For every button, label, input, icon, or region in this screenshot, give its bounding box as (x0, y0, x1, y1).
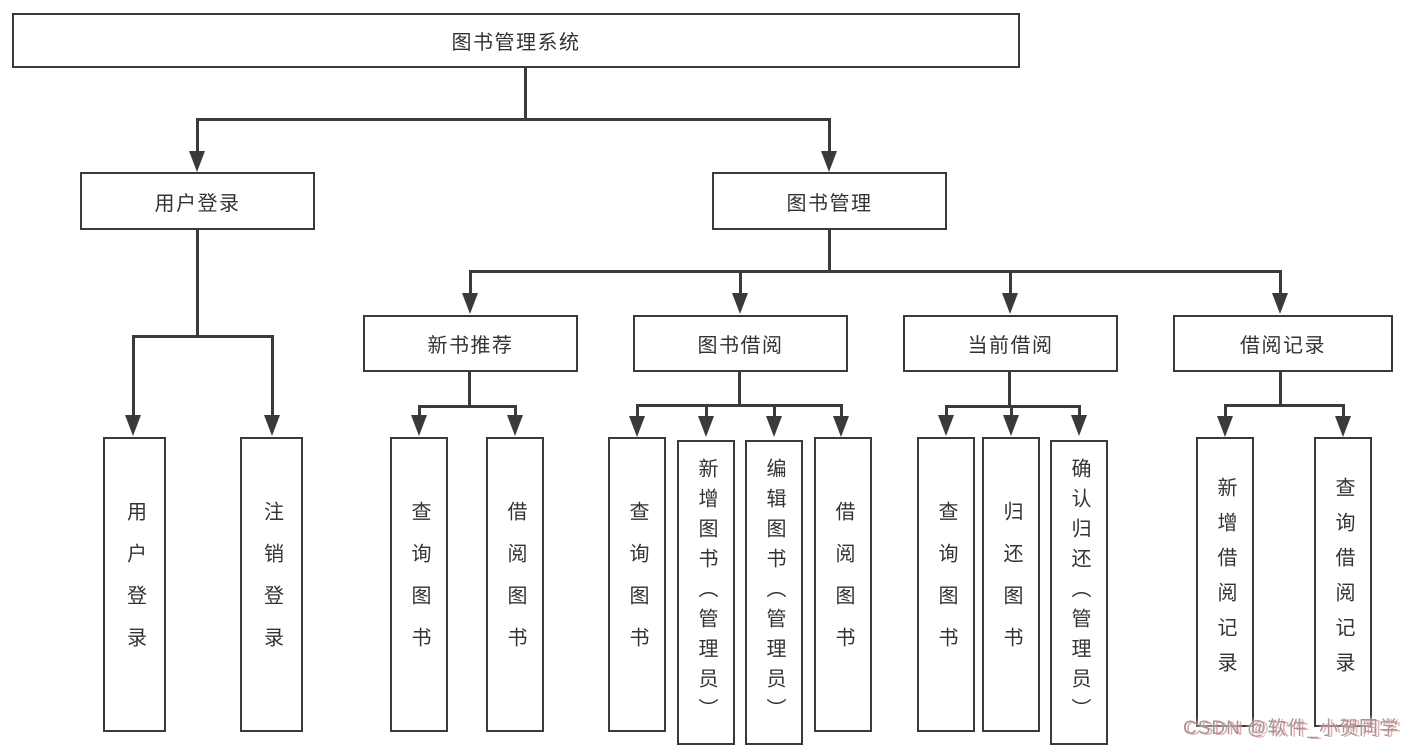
connector-line (418, 405, 421, 417)
leaf-label: 查询图书 (626, 500, 648, 669)
leaf-add-books-admin: 新增图书（管理员） (677, 440, 735, 745)
node-label: 图书管理 (786, 192, 873, 215)
connector-line (945, 405, 1081, 408)
connector-line (514, 405, 517, 417)
connector-line (1009, 270, 1012, 295)
csdn-watermark: CSDN @软件_小贺同学 (1183, 718, 1399, 739)
connector-line (828, 230, 831, 272)
connector-line (773, 404, 776, 417)
leaf-label: 查询图书 (408, 500, 430, 669)
connector-line (705, 404, 708, 417)
node-borrowing-records: 借阅记录 (1173, 315, 1393, 372)
node-label: 用户登录 (154, 192, 241, 215)
leaf-label: 新增借阅记录 (1214, 477, 1236, 687)
arrow-down-icon (1335, 416, 1351, 437)
leaf-query-books-2: 查询图书 (608, 437, 666, 732)
node-label: 图书管理系统 (451, 32, 581, 54)
connector-line (469, 270, 1282, 273)
connector-line (132, 335, 135, 417)
leaf-label: 借阅图书 (832, 500, 854, 669)
leaf-confirm-return-admin: 确认归还（管理员） (1050, 440, 1108, 745)
node-library-system: 图书管理系统 (12, 13, 1020, 68)
connector-line (468, 372, 471, 408)
arrow-down-icon (1003, 415, 1019, 436)
connector-line (1279, 270, 1282, 295)
leaf-logout: 注销登录 (240, 437, 303, 732)
connector-line (828, 118, 831, 153)
arrow-down-icon (411, 415, 427, 436)
connector-line (1078, 405, 1081, 417)
connector-line (418, 405, 516, 408)
connector-line (1010, 405, 1013, 417)
arrow-down-icon (732, 293, 748, 314)
leaf-query-books-3: 查询图书 (917, 437, 975, 732)
node-current-borrowing: 当前借阅 (903, 315, 1118, 372)
connector-line (469, 270, 472, 295)
arrow-down-icon (264, 415, 280, 436)
leaf-label: 新增图书（管理员） (695, 457, 717, 728)
connector-line (1224, 404, 1227, 417)
leaf-return-books: 归还图书 (982, 437, 1040, 732)
node-label: 当前借阅 (967, 335, 1054, 357)
arrow-down-icon (821, 151, 837, 172)
connector-line (840, 404, 843, 417)
connector-line (739, 270, 742, 295)
leaf-query-books-1: 查询图书 (390, 437, 448, 732)
arrow-down-icon (462, 293, 478, 314)
arrow-down-icon (833, 416, 849, 437)
connector-line (738, 372, 741, 407)
arrow-down-icon (507, 415, 523, 436)
connector-line (196, 230, 199, 337)
node-label: 新书推荐 (427, 335, 514, 357)
leaf-add-borrow-record: 新增借阅记录 (1196, 437, 1254, 727)
connector-line (1008, 372, 1011, 408)
connector-line (636, 404, 842, 407)
leaf-label: 注销登录 (260, 500, 283, 669)
leaf-label: 编辑图书（管理员） (763, 457, 785, 728)
leaf-borrow-books-1: 借阅图书 (486, 437, 544, 732)
leaf-label: 借阅图书 (504, 500, 526, 669)
arrow-down-icon (938, 415, 954, 436)
arrow-down-icon (698, 416, 714, 437)
node-new-book-recommend: 新书推荐 (363, 315, 578, 372)
connector-line (132, 335, 273, 338)
connector-line (271, 335, 274, 417)
leaf-edit-books-admin: 编辑图书（管理员） (745, 440, 803, 745)
connector-line (1342, 404, 1345, 417)
leaf-label: 查询借阅记录 (1332, 477, 1354, 687)
node-user-login: 用户登录 (80, 172, 315, 230)
arrow-down-icon (1002, 293, 1018, 314)
leaf-label: 确认归还（管理员） (1068, 457, 1090, 728)
leaf-query-borrow-record: 查询借阅记录 (1314, 437, 1372, 727)
leaf-label: 查询图书 (935, 500, 957, 669)
connector-line (196, 118, 831, 121)
connector-line (1224, 404, 1344, 407)
connector-line (945, 405, 948, 417)
arrow-down-icon (1071, 415, 1087, 436)
connector-line (524, 68, 527, 120)
leaf-borrow-books-2: 借阅图书 (814, 437, 872, 732)
node-book-borrowing: 图书借阅 (633, 315, 848, 372)
leaf-user-login: 用户登录 (103, 437, 166, 732)
node-label: 借阅记录 (1240, 335, 1326, 357)
arrow-down-icon (1217, 416, 1233, 437)
arrow-down-icon (125, 415, 141, 436)
node-label: 图书借阅 (697, 335, 784, 357)
leaf-label: 用户登录 (123, 500, 146, 669)
arrow-down-icon (629, 416, 645, 437)
leaf-label: 归还图书 (1000, 500, 1022, 669)
connector-line (196, 118, 199, 153)
connector-line (636, 404, 639, 417)
node-book-management: 图书管理 (712, 172, 947, 230)
arrow-down-icon (766, 416, 782, 437)
connector-line (1279, 372, 1282, 407)
arrow-down-icon (189, 151, 205, 172)
arrow-down-icon (1272, 293, 1288, 314)
